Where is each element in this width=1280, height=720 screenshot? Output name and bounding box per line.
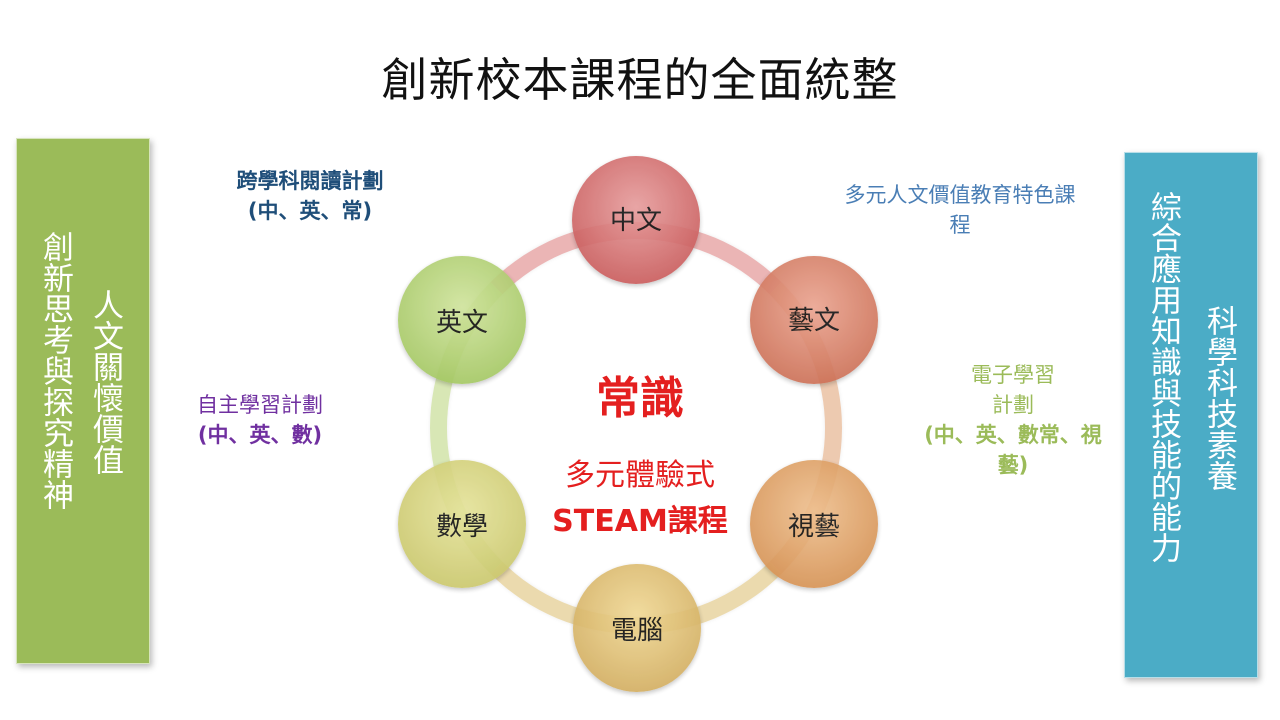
node-visual-arts: 視藝 — [750, 460, 878, 588]
left-panel-line-b: 創新思考與探究精神 — [37, 231, 73, 510]
node-english: 英文 — [398, 256, 526, 384]
note-e-learning: 電子學習 計劃 (中、英、數常、視 藝) — [898, 360, 1128, 480]
node-chinese: 中文 — [572, 156, 700, 284]
center-subject: 常識 — [596, 373, 684, 424]
note-e-learning-line2: 計劃 — [992, 393, 1034, 417]
note-self-learning: 自主學習計劃 (中、英、數) — [160, 390, 360, 450]
node-arts-label: 藝文 — [787, 305, 840, 336]
note-self-learning-title: 自主學習計劃 — [197, 393, 323, 417]
page-title: 創新校本課程的全面統整 — [381, 53, 899, 107]
node-arts: 藝文 — [750, 256, 878, 384]
note-cross-reading-subjects: (中、英、常) — [247, 199, 373, 223]
right-panel-line-a: 科學科技素養 — [1201, 305, 1237, 491]
note-e-learning-line3: (中、英、數常、視 — [924, 423, 1102, 447]
right-panel-line-b: 綜合應用知識與技能的能力 — [1145, 191, 1181, 563]
right-value-panel: 科學科技素養 綜合應用知識與技能的能力 — [1124, 152, 1258, 678]
node-english-label: 英文 — [435, 307, 488, 338]
note-self-learning-subjects: (中、英、數) — [197, 423, 323, 447]
note-e-learning-line1: 電子學習 — [971, 363, 1055, 387]
node-visual-arts-label: 視藝 — [787, 511, 840, 542]
note-values-education-line1: 多元人文價值教育特色課 — [844, 183, 1076, 207]
center-subtitle: 多元體驗式 — [565, 458, 715, 493]
left-panel-line-a: 人文關懷價值 — [87, 289, 123, 475]
note-e-learning-line4: 藝) — [997, 453, 1029, 477]
note-values-education-line2: 程 — [949, 213, 971, 237]
node-chinese-label: 中文 — [609, 205, 662, 236]
node-math-label: 數學 — [435, 511, 488, 542]
note-cross-reading: 跨學科閱讀計劃 (中、英、常) — [200, 166, 420, 226]
node-computer-label: 電腦 — [610, 615, 663, 646]
note-values-education: 多元人文價值教育特色課 程 — [800, 180, 1120, 240]
center-steam: STEAM課程 — [552, 504, 728, 539]
note-cross-reading-title: 跨學科閱讀計劃 — [236, 169, 384, 193]
left-value-panel: 人文關懷價值 創新思考與探究精神 — [16, 138, 150, 664]
node-computer: 電腦 — [573, 564, 701, 692]
node-math: 數學 — [398, 460, 526, 588]
